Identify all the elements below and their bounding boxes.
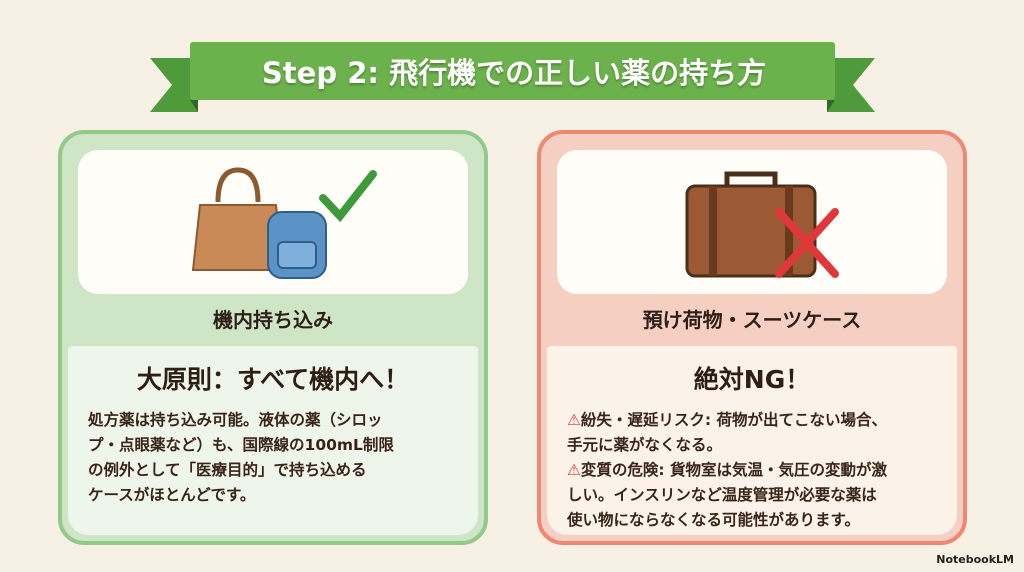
checked-baggage-heading: 絶対NG！ [693, 365, 811, 394]
brand-logo: NotebookLM [936, 553, 1014, 566]
text: 変質の危険: 貨物室は気温・気圧の変動が激 [580, 461, 888, 479]
text-line: ケースがほとんどです。 [88, 486, 256, 504]
carry-on-illustration [78, 150, 468, 294]
warning-icon: ⚠ [567, 461, 581, 479]
checked-baggage-label: 預け荷物・スーツケース [642, 308, 862, 332]
suitcase-illustration [557, 150, 947, 294]
warning-icon: ⚠ [567, 411, 581, 429]
text-line: ⚠変質の危険: 貨物室は気温・気圧の変動が激 [567, 458, 937, 483]
title-ribbon [150, 42, 875, 112]
cross-icon [775, 208, 839, 278]
text: 紛失・遅延リスク: 荷物が出てこない場合、 [580, 411, 888, 429]
text-line: 使い物にならなくなる可能性があります。 [567, 511, 860, 529]
text-line: ⚠紛失・遅延リスク: 荷物が出てこない場合、 [567, 408, 937, 433]
carry-on-description: 大原則：すべて機内へ！ 処方薬は持ち込み可能。液体の薬（シロッ プ・点眼薬など）… [68, 346, 478, 535]
page-title: Step 2: 飛行機での正しい薬の持ち方 [261, 56, 767, 90]
backpack-icon [267, 211, 327, 279]
text-line: プ・点眼薬など）も、国際線の100mL制限 [88, 436, 394, 454]
carry-on-card: 機内持ち込み 大原則：すべて機内へ！ 処方薬は持ち込み可能。液体の薬（シロッ プ… [58, 130, 488, 545]
checkmark-icon [319, 170, 377, 223]
text-line: の例外として「医療目的」で持ち込める [88, 461, 367, 479]
text-line: 手元に薬がなくなる。 [567, 436, 723, 454]
checked-baggage-description: 絶対NG！ ⚠紛失・遅延リスク: 荷物が出てこない場合、 手元に薬がなくなる。 … [547, 346, 957, 535]
text-line: しい。インスリンなど温度管理が必要な薬は [567, 486, 877, 504]
text-line: 処方薬は持ち込み可能。液体の薬（シロッ [88, 411, 383, 429]
carry-on-label: 機内持ち込み [213, 308, 333, 332]
checked-baggage-card: 預け荷物・スーツケース 絶対NG！ ⚠紛失・遅延リスク: 荷物が出てこない場合、… [537, 130, 967, 545]
carry-on-heading: 大原則：すべて機内へ！ [136, 365, 410, 394]
